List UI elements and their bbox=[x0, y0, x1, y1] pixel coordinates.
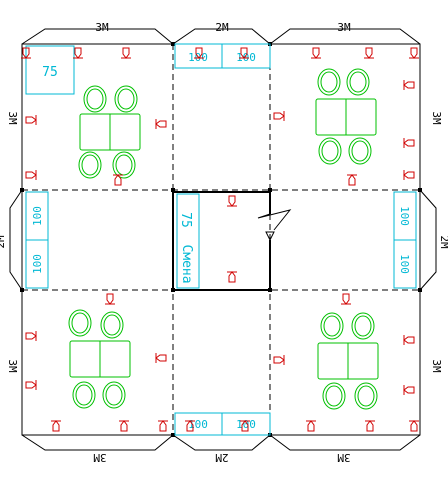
light-fixture-icon bbox=[409, 47, 419, 59]
dim-top-left: 3М bbox=[95, 21, 109, 34]
light-fixture-icon bbox=[113, 174, 123, 186]
light-fixture-icon bbox=[365, 420, 375, 432]
light-fixture-icon bbox=[73, 47, 83, 59]
light-fixture-icon bbox=[311, 47, 321, 59]
grid-junctions bbox=[20, 42, 422, 437]
light-fixture-icon bbox=[347, 174, 357, 186]
light-fixture-icon bbox=[341, 293, 351, 305]
light-fixture-icon bbox=[105, 293, 115, 305]
bottom-panel-left: 100 bbox=[188, 418, 208, 431]
light-fixture-icon bbox=[273, 355, 285, 365]
dim-top-mid: 2М bbox=[215, 21, 229, 34]
dim-left-mid: 2М bbox=[0, 235, 7, 249]
light-fixture-icon bbox=[21, 47, 31, 59]
dim-bottom-right: 3М bbox=[337, 451, 351, 464]
light-fixture-icon bbox=[25, 170, 37, 180]
left-panels: 100 100 bbox=[25, 191, 49, 289]
right-panels: 100 100 bbox=[393, 191, 417, 289]
light-fixture-icon bbox=[155, 353, 167, 363]
furniture-top-right bbox=[315, 68, 377, 165]
light-fixture-icon bbox=[119, 420, 129, 432]
right-panel-upper: 100 bbox=[398, 206, 411, 226]
dim-bottom-mid: 2М bbox=[215, 451, 229, 464]
light-fixture-icon bbox=[194, 47, 204, 59]
center-box-value: 75 bbox=[178, 212, 193, 228]
light-fixture-icon bbox=[51, 420, 61, 432]
dim-right-bottom: 3М bbox=[430, 359, 443, 373]
left-panel-lower: 100 bbox=[31, 254, 44, 274]
right-panel-lower: 100 bbox=[398, 254, 411, 274]
light-fixture-icon bbox=[25, 115, 37, 125]
inner-room-outline bbox=[21, 43, 421, 436]
dimension-labels: 3М 2М 3М 3М 2М 3М 3М 2М 3М 3М 2М 3М bbox=[0, 21, 448, 464]
bottom-panel-right: 100 bbox=[236, 418, 256, 431]
dim-left-bottom: 3М bbox=[6, 359, 19, 373]
smena-label: Смена bbox=[179, 244, 194, 283]
light-fixture-icon bbox=[121, 47, 131, 59]
light-fixture-icon bbox=[403, 170, 415, 180]
light-fixture-icon bbox=[227, 271, 237, 283]
light-fixture-icon bbox=[364, 47, 374, 59]
light-fixture-icon bbox=[306, 420, 316, 432]
light-fixture-icon bbox=[403, 80, 415, 90]
light-fixture-icon bbox=[240, 420, 250, 432]
light-fixtures bbox=[21, 47, 419, 432]
top-panels: 100 100 bbox=[174, 43, 271, 69]
left-panel-upper: 100 bbox=[31, 206, 44, 226]
corner-label-box: 75 bbox=[25, 45, 75, 95]
furniture-top-left bbox=[78, 85, 141, 179]
dim-bottom-left: 3М bbox=[93, 451, 107, 464]
furniture-bottom-left bbox=[68, 309, 131, 409]
dim-right-mid: 2М bbox=[438, 235, 448, 249]
corner-box-value: 75 bbox=[42, 65, 58, 80]
light-fixture-icon bbox=[239, 47, 249, 59]
dim-left-top: 3М bbox=[6, 111, 19, 125]
light-fixture-icon bbox=[185, 420, 195, 432]
light-fixture-icon bbox=[227, 195, 237, 207]
furniture-bottom-right bbox=[317, 312, 379, 410]
center-room-labels: 75 Смена bbox=[176, 193, 200, 289]
light-fixture-icon bbox=[403, 385, 415, 395]
center-room bbox=[172, 191, 292, 291]
bottom-panels: 100 100 bbox=[174, 412, 271, 436]
dim-top-right: 3М bbox=[337, 21, 351, 34]
dim-right-top: 3М bbox=[430, 111, 443, 125]
light-fixture-icon bbox=[158, 420, 168, 432]
light-fixture-icon bbox=[25, 331, 37, 341]
light-fixture-icon bbox=[403, 138, 415, 148]
light-fixture-icon bbox=[25, 380, 37, 390]
light-fixture-icon bbox=[155, 119, 167, 129]
light-fixture-icon bbox=[409, 420, 419, 432]
light-fixture-icon bbox=[273, 111, 285, 121]
light-fixture-icon bbox=[403, 335, 415, 345]
grid-dashed-lines bbox=[22, 44, 420, 435]
